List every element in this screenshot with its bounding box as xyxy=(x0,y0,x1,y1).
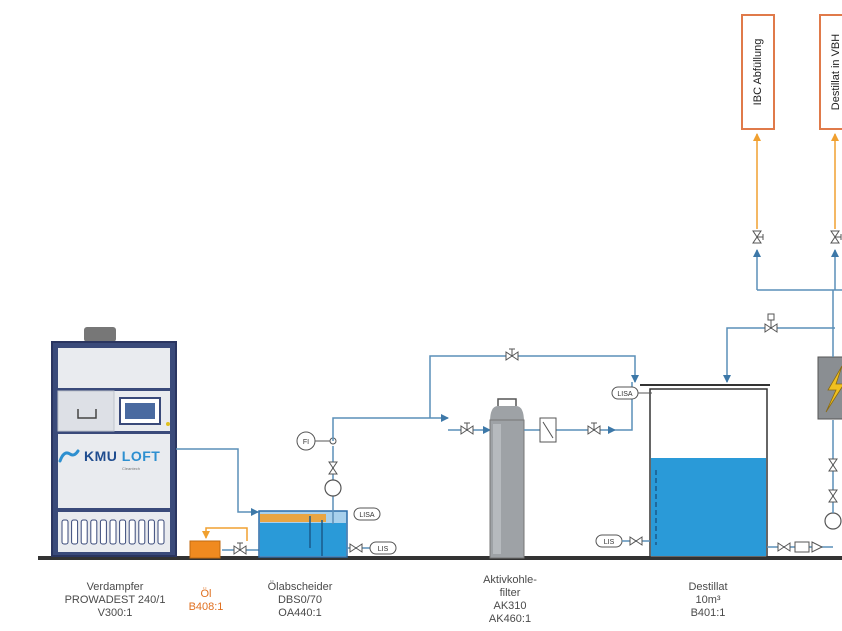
lis-tank-instrument: LIS xyxy=(595,534,623,548)
vent-slot xyxy=(119,519,127,545)
pipe-evaporator-separator xyxy=(176,448,259,516)
uv-unit xyxy=(817,356,842,420)
lis-separator-tag: LIS xyxy=(378,546,389,553)
filter-cartridge-small xyxy=(539,417,557,443)
pump-separator[interactable] xyxy=(324,479,342,497)
valve-tank-inlet[interactable] xyxy=(587,422,601,435)
strainer-tank-outlet xyxy=(794,541,810,553)
valve-right-riser-2[interactable] xyxy=(828,458,838,472)
oil-tank xyxy=(189,540,221,559)
pump-outlet[interactable] xyxy=(824,512,842,530)
vent-slot xyxy=(109,519,117,545)
vent-slot xyxy=(80,519,88,545)
vent-slot xyxy=(128,519,136,545)
vent-slot xyxy=(157,519,165,545)
logo-text: KMU LOFT xyxy=(84,448,161,464)
floor-line xyxy=(38,556,842,560)
evaporator-vents xyxy=(61,519,165,545)
pipe-bypass xyxy=(429,355,639,418)
valve-bypass[interactable] xyxy=(505,348,519,361)
fi-instrument: FI xyxy=(296,431,316,451)
valve-tank-outlet[interactable] xyxy=(777,542,791,552)
valve-return[interactable] xyxy=(764,313,778,333)
logo-wave-icon xyxy=(58,449,80,463)
kmu-loft-logo: KMU LOFT Cleantech xyxy=(58,441,170,471)
valve-separator-outlet[interactable] xyxy=(349,543,363,553)
valve-vbh[interactable] xyxy=(830,230,842,244)
lisa-separator-tag: LISA xyxy=(359,512,375,519)
distillate-tank xyxy=(640,384,770,558)
oil-feed-line xyxy=(202,527,248,541)
lis-tank-tag: LIS xyxy=(604,539,615,546)
nonreturn-tank-outlet xyxy=(811,541,824,553)
vent-slot xyxy=(71,519,79,545)
lisa-separator-instrument: LISA xyxy=(353,507,381,521)
fi-tag: FI xyxy=(303,439,309,446)
vent-slot xyxy=(90,519,98,545)
valve-separator-riser[interactable] xyxy=(328,461,338,475)
activated-carbon-filter xyxy=(489,398,525,559)
logo-subtext: Cleantech xyxy=(122,466,141,471)
pipe-return-tank xyxy=(723,327,835,383)
valve-ibc[interactable] xyxy=(752,230,764,244)
valve-oil-drain[interactable] xyxy=(233,542,247,555)
pipe-main-to-filter xyxy=(332,414,449,441)
target-vbh: Destillat in VBH xyxy=(819,14,842,130)
vent-slot xyxy=(138,519,146,545)
target-vbh-label: Destillat in VBH xyxy=(830,33,842,111)
oil-separator-tank xyxy=(258,510,348,558)
vent-slot xyxy=(99,519,107,545)
vent-slot xyxy=(61,519,69,545)
vent-slot xyxy=(147,519,155,545)
lisa-tank-instrument: LISA xyxy=(611,386,652,400)
valve-filter-inlet[interactable] xyxy=(460,422,474,435)
lisa-tank-tag: LISA xyxy=(617,391,633,398)
lis-separator-instrument: LIS xyxy=(369,541,397,555)
lightning-icon xyxy=(825,365,842,413)
valve-tank-level[interactable] xyxy=(629,536,643,546)
target-ibc: IBC Abfüllung xyxy=(741,14,775,130)
target-ibc-label: IBC Abfüllung xyxy=(752,38,764,106)
valve-right-riser-1[interactable] xyxy=(828,489,838,503)
